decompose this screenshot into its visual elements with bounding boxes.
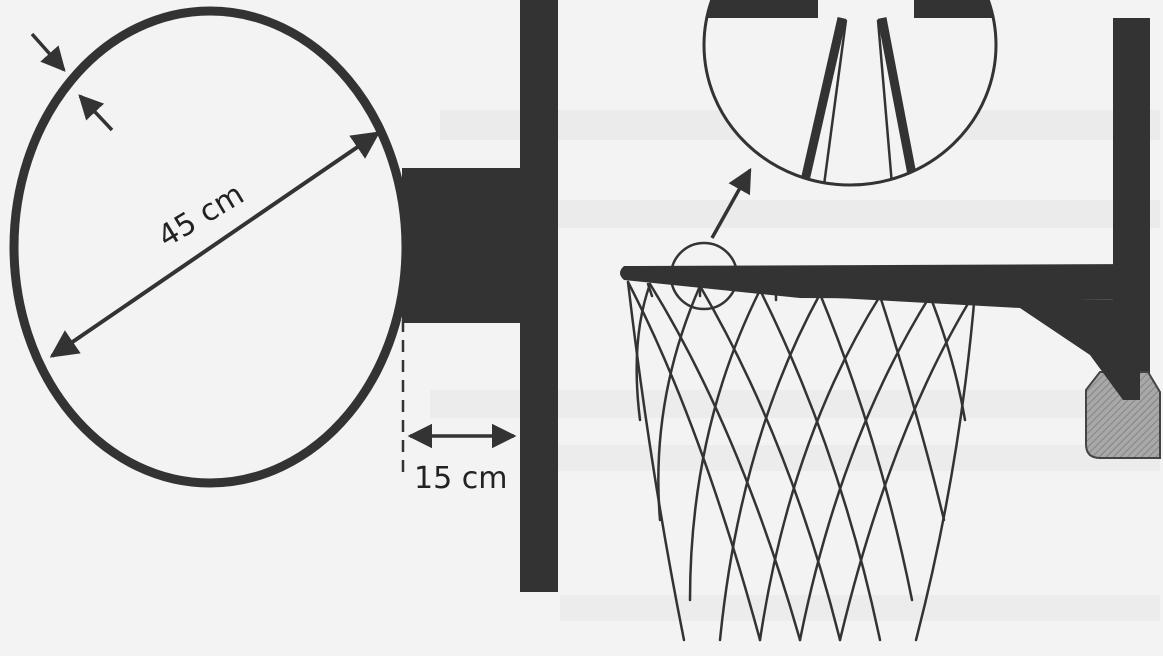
backboard-padding bbox=[1085, 371, 1161, 459]
backboard-top-view bbox=[520, 0, 558, 592]
rim-detail-zoom bbox=[702, 0, 998, 187]
rim-top-view: 45 cm 15 cm bbox=[9, 0, 558, 592]
hoop-side-view bbox=[620, 0, 1161, 642]
offset-label: 15 cm bbox=[414, 461, 507, 496]
magnifier-callout-circle bbox=[669, 241, 739, 311]
rim-side-bar bbox=[620, 264, 1140, 300]
basketball-net bbox=[626, 280, 977, 642]
rim-thickness-arrow-inner bbox=[78, 94, 114, 132]
rim-thickness-arrow-outer bbox=[30, 32, 66, 72]
background-bleed-through bbox=[420, 110, 1160, 621]
magnifier-pointer-arrow bbox=[710, 167, 752, 239]
rim-bracket bbox=[402, 168, 522, 323]
rim-circle bbox=[9, 6, 411, 488]
diameter-label: 45 cm bbox=[152, 177, 250, 255]
diameter-dimension-line bbox=[49, 131, 381, 358]
rim-support-arm bbox=[800, 296, 1140, 400]
